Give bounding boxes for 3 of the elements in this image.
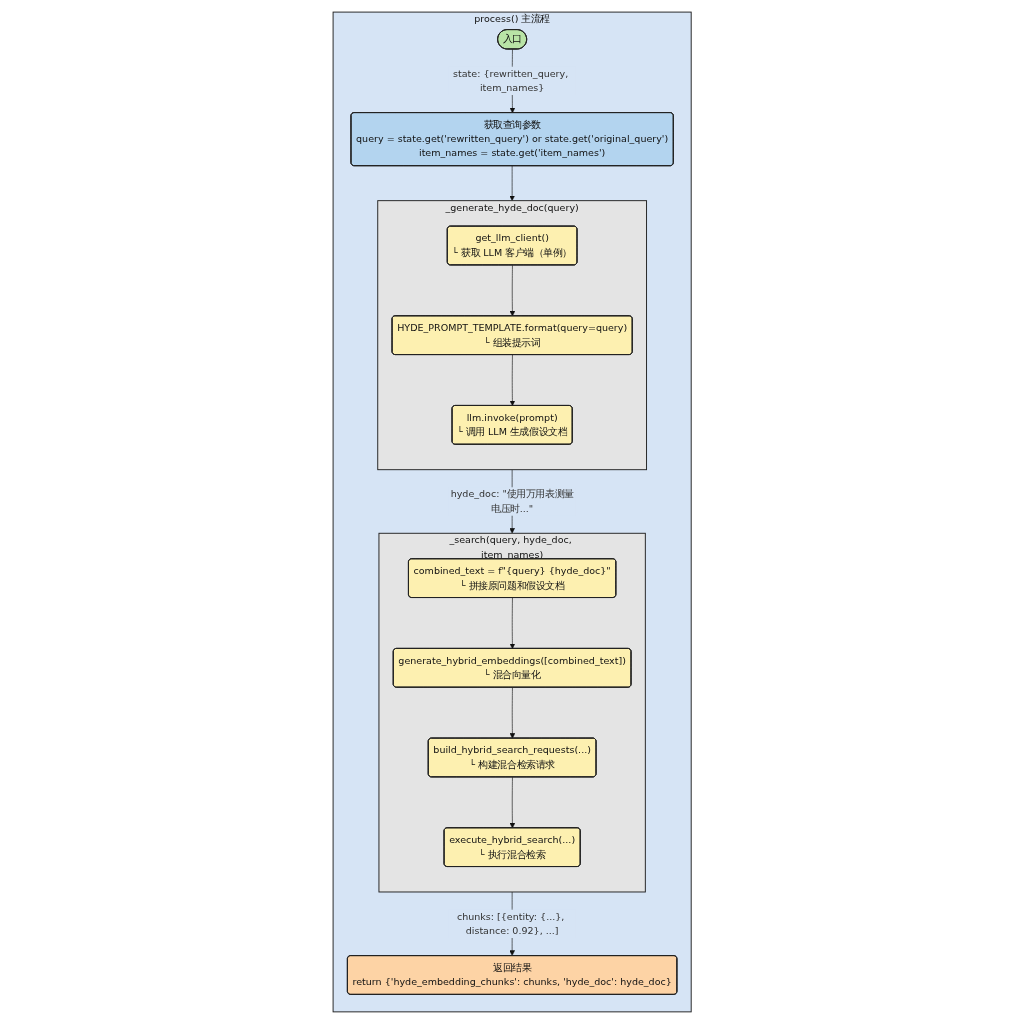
edge-label: state: {rewritten_query, item_names} xyxy=(452,67,569,94)
edge-label: chunks: [{entity: {...}, distance: 0.92}, ...] xyxy=(456,910,565,937)
edge-label: hyde_doc: "使用万用表测量电压时..." xyxy=(450,488,574,515)
